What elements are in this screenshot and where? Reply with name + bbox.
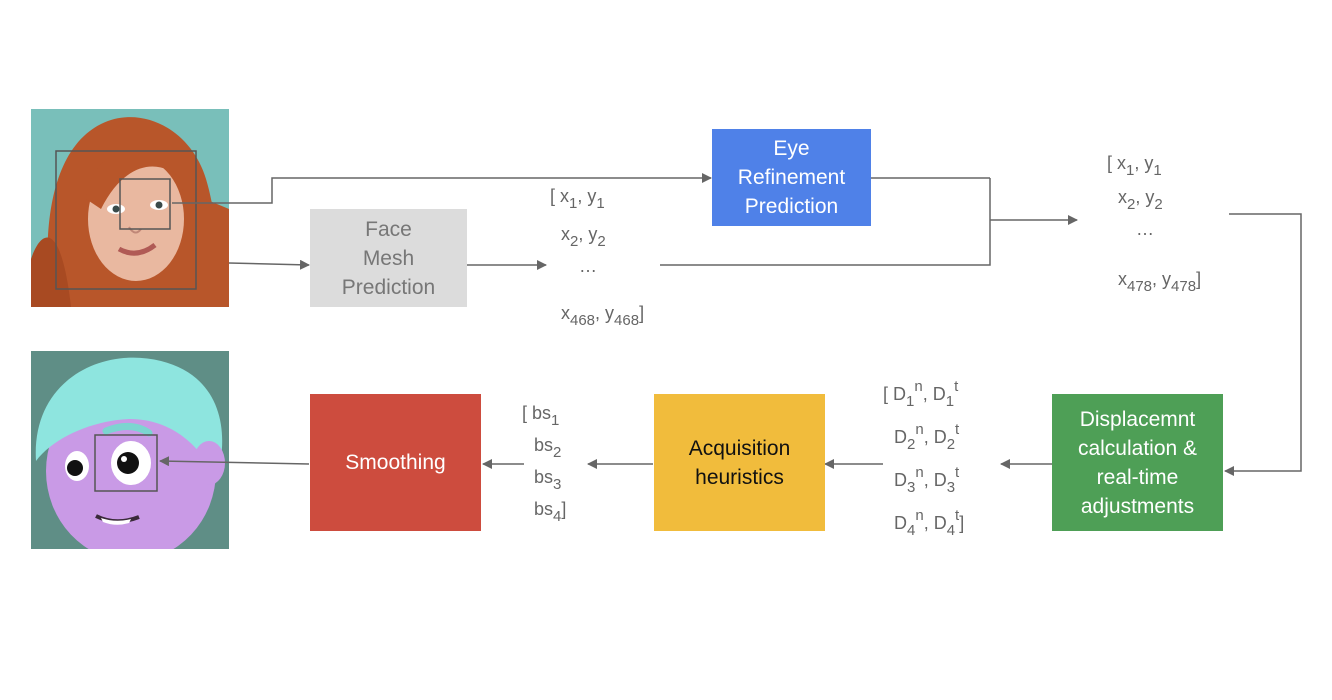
blendshape-vector-row2: bs2: [534, 435, 562, 461]
displacement-label-line4: adjustments: [1080, 494, 1195, 518]
displacement-label-line3: real-time: [1096, 465, 1179, 489]
face-mesh-label-line1: Face: [365, 217, 412, 241]
face-mesh-label-line2: Mesh: [362, 246, 415, 270]
acquisition-label-line1: Acquisition: [688, 436, 791, 460]
input-face-illustration: [31, 109, 229, 307]
displacement-label-line2: calculation &: [1077, 436, 1198, 460]
arrow-refined-to-displacement: [1224, 213, 1302, 476]
mesh-vector-row4: x468, y468]: [561, 303, 645, 329]
displacement-calculation-box: Displacemnt calculation & real-time adju…: [1052, 394, 1223, 531]
arrow-photo-to-eye: [172, 173, 712, 204]
displacement-vector-row4: D4n, D4t]: [894, 507, 965, 539]
smoothing-box: Smoothing: [310, 394, 481, 531]
refined-vector-row2: x2, y2: [1118, 187, 1163, 213]
displacement-label-line1: Displacemnt: [1079, 407, 1196, 431]
eye-refinement-prediction-box: Eye Refinement Prediction: [712, 129, 871, 226]
mesh-vector-row2: x2, y2: [561, 224, 606, 250]
mesh-vector-ellipsis: …: [579, 256, 597, 276]
displacement-vector-row1: [ D1n, D1t: [883, 378, 959, 410]
face-mesh-prediction-box: Face Mesh Prediction: [310, 209, 467, 307]
mesh-vector-row1: [ x1, y1: [550, 186, 605, 212]
acquisition-heuristics-box: Acquisition heuristics: [654, 394, 825, 531]
blendshape-vector-row3: bs3: [534, 467, 562, 493]
face-mesh-label-line3: Prediction: [341, 275, 436, 299]
displacement-vector-row2: D2n, D2t: [894, 421, 960, 453]
eye-refinement-label-line2: Refinement: [737, 166, 846, 189]
refined-vector-ellipsis: …: [1136, 219, 1154, 239]
acquisition-label-line2: heuristics: [695, 465, 784, 489]
output-avatar-image: [31, 351, 229, 549]
displacement-vector-row3: D3n, D3t: [894, 464, 960, 496]
refined-vector-row1: [ x1, y1: [1107, 153, 1162, 179]
smoothing-label: Smoothing: [345, 451, 446, 474]
blendshape-vector-row1: [ bs1: [522, 403, 560, 429]
arrow-photo-to-facemesh: [228, 259, 310, 270]
line-mesh-vector-to-merge: [660, 178, 991, 266]
input-face-photo: [31, 109, 229, 307]
refined-vector-row4: x478, y478]: [1118, 269, 1202, 295]
avatar-illustration: [31, 351, 229, 549]
blendshape-vector-row4: bs4]: [534, 499, 567, 525]
arrow-smoothing-to-avatar: [159, 456, 310, 467]
eye-refinement-label-line3: Prediction: [744, 195, 839, 218]
eye-refinement-label-line1: Eye: [773, 137, 810, 160]
